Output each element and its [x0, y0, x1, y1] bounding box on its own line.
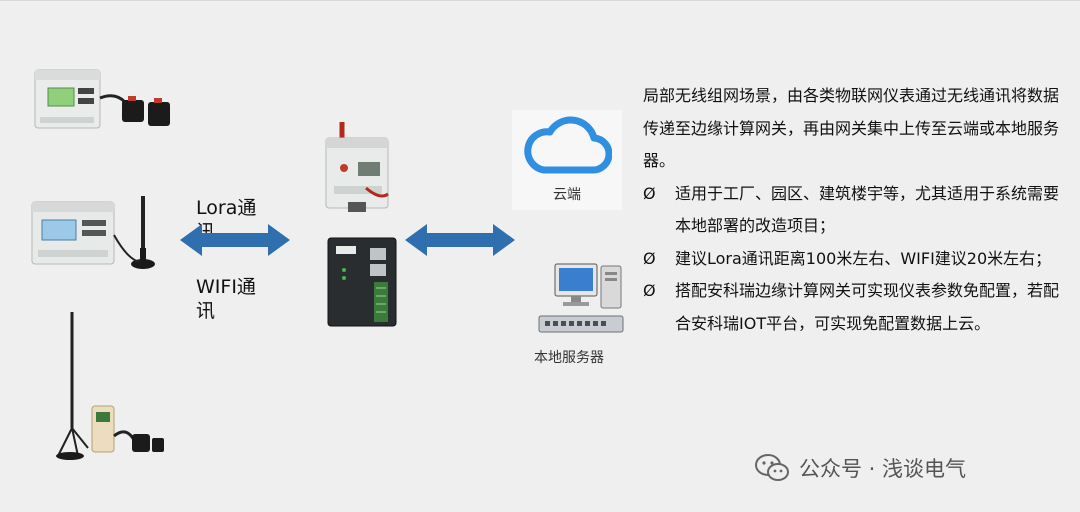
- bullet-mark: Ø: [643, 248, 656, 268]
- local-server-computer: [538, 263, 624, 333]
- watermark: 公众号 · 浅谈电气: [755, 450, 966, 486]
- bullet-mark: Ø: [643, 281, 656, 300]
- lora-gateway-module: [325, 122, 389, 212]
- cloud-icon: [524, 116, 612, 174]
- bullet-mark: Ø: [643, 183, 656, 203]
- wireless-module-with-long-antenna: [56, 312, 164, 460]
- local-server-label: 本地服务器: [534, 350, 604, 366]
- watermark-text: 公众号 · 浅谈电气: [799, 457, 967, 481]
- bullet-item: Ø 建议Lora通讯距离100米左右、WIFI建议20米左右；: [643, 243, 1061, 276]
- bullet-text: 适用于工厂、园区、建筑楼宇等，尤其适用于系统需要本地部署的改造项目；: [675, 183, 1060, 236]
- cloud-label: 云端: [553, 187, 581, 203]
- wifi-label: WIFI通讯: [196, 276, 256, 322]
- double-arrow-right: [405, 224, 515, 256]
- cloud-card: [512, 110, 622, 210]
- meter-with-antenna: [31, 196, 155, 269]
- wechat-icon: [755, 454, 789, 481]
- bullet-text: 建议Lora通讯距离100米左右、WIFI建议20米左右；: [675, 248, 1052, 268]
- double-arrow-left: [180, 224, 290, 256]
- bullet-item: Ø 适用于工厂、园区、建筑楼宇等，尤其适用于系统需要本地部署的改造项目；: [643, 178, 1061, 243]
- bullet-text: 搭配安科瑞边缘计算网关可实现仪表参数免配置，若配合安科瑞IOT平台，可实现免配置…: [675, 281, 1060, 333]
- top-border: [0, 0, 1080, 1]
- bullet-item: Ø 搭配安科瑞边缘计算网关可实现仪表参数免配置，若配合安科瑞IOT平台，可实现免…: [643, 275, 1061, 340]
- edge-computing-gateway: [327, 237, 397, 327]
- din-meter-with-ct-sensors: [34, 69, 170, 129]
- description-panel: 局部无线组网场景，由各类物联网仪表通过无线通讯将数据传递至边缘计算网关，再由网关…: [643, 80, 1061, 340]
- intro-paragraph: 局部无线组网场景，由各类物联网仪表通过无线通讯将数据传递至边缘计算网关，再由网关…: [643, 86, 1060, 170]
